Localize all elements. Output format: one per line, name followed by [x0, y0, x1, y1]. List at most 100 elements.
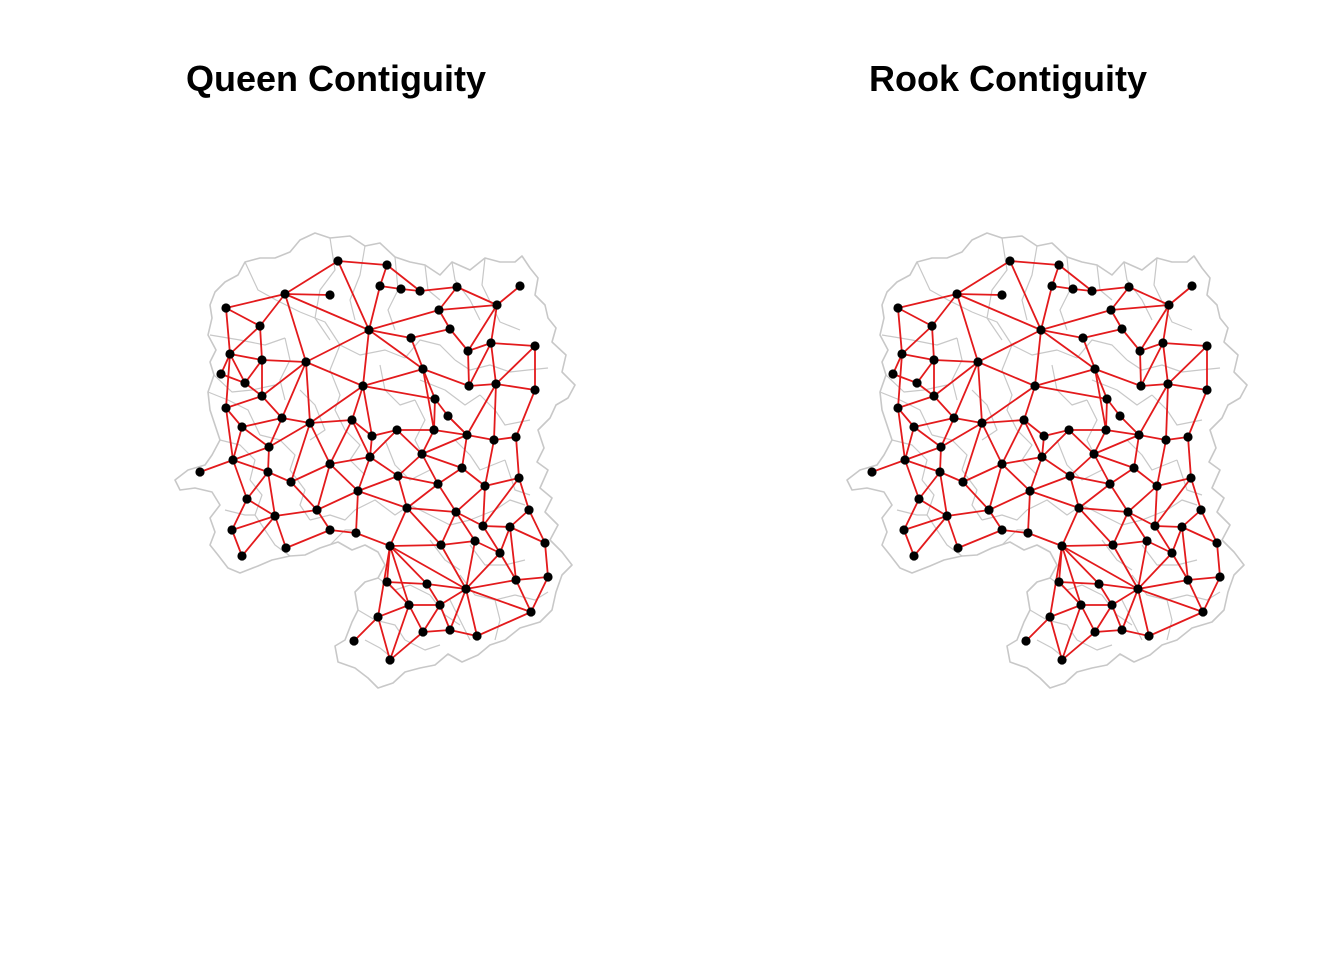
neighbor-link: [406, 507, 457, 513]
neighbor-link: [499, 552, 517, 581]
neighbor-link: [455, 485, 486, 513]
region-centroid: [364, 325, 374, 335]
region-centroid: [263, 467, 273, 477]
region-boundary: [1141, 499, 1198, 521]
neighbor-link: [484, 439, 495, 487]
neighbor-link: [1061, 631, 1096, 661]
neighbor-link: [1187, 389, 1208, 438]
neighbor-link: [406, 507, 442, 546]
region-boundary: [971, 311, 1013, 371]
region-centroid: [927, 321, 937, 331]
neighbor-link: [933, 395, 955, 419]
region-centroid: [1106, 305, 1116, 315]
region-boundary: [454, 359, 511, 373]
neighbor-link: [1156, 439, 1167, 487]
neighbor-link: [940, 417, 955, 448]
neighbor-link: [1187, 576, 1221, 581]
region-boundary: [1166, 599, 1173, 641]
neighbor-link: [496, 285, 521, 306]
neighbor-link: [461, 434, 468, 469]
neighbor-link: [369, 429, 398, 458]
region-centroid: [1030, 381, 1040, 391]
region-centroid: [511, 432, 521, 442]
region-centroid: [1068, 284, 1078, 294]
neighbor-link: [1112, 511, 1129, 546]
region-centroid: [1065, 471, 1075, 481]
neighbor-link: [225, 307, 231, 355]
neighbor-link: [465, 552, 501, 590]
queen-contiguity-map: [174, 232, 576, 689]
neighbor-link: [913, 515, 948, 557]
region-boundary: [986, 237, 1008, 341]
region-centroid: [406, 333, 416, 343]
region-centroid: [418, 627, 428, 637]
region-centroid: [434, 305, 444, 315]
neighbor-link: [1121, 328, 1141, 352]
region-centroid: [1087, 286, 1097, 296]
region-centroid: [893, 403, 903, 413]
region-boundary: [279, 337, 291, 401]
neighbor-link: [1098, 583, 1139, 590]
region-boundary: [916, 261, 973, 313]
neighbor-link: [1110, 304, 1170, 311]
neighbor-link: [386, 264, 421, 292]
neighbor-link: [1171, 526, 1183, 554]
neighbor-link: [1009, 260, 1042, 331]
neighbor-link: [241, 417, 283, 428]
region-centroid: [1117, 324, 1127, 334]
neighbor-link: [421, 453, 439, 485]
neighbor-link: [1156, 477, 1192, 487]
neighbor-link: [1061, 544, 1114, 547]
region-boundary: [1126, 439, 1178, 471]
neighbor-link: [1078, 507, 1114, 546]
region-boundary: [429, 594, 461, 626]
region-centroid: [393, 471, 403, 481]
neighbor-link: [1137, 552, 1173, 590]
region-centroid: [461, 584, 471, 594]
region-centroid: [422, 579, 432, 589]
neighbor-link: [456, 286, 498, 306]
neighbor-link: [290, 463, 331, 483]
neighbor-link: [433, 398, 436, 431]
neighbor-link: [1001, 463, 1031, 492]
neighbor-link: [918, 498, 948, 517]
region-centroid: [1202, 385, 1212, 395]
region-centroid: [451, 507, 461, 517]
neighbor-link: [957, 529, 1003, 549]
region-centroid: [1074, 503, 1084, 513]
region-centroid: [1047, 281, 1057, 291]
region-centroid: [301, 357, 311, 367]
neighbor-link: [465, 579, 517, 590]
region-boundary: [1151, 394, 1203, 426]
region-centroid: [543, 572, 553, 582]
neighbor-link: [1202, 576, 1221, 613]
neighbor-link: [408, 604, 424, 633]
region-centroid: [365, 452, 375, 462]
neighbor-link: [1181, 526, 1218, 544]
region-boundary: [494, 599, 501, 641]
neighbor-link: [268, 417, 283, 448]
neighbor-link: [897, 307, 903, 355]
neighbor-link: [368, 329, 424, 370]
rook-contiguity-map: [846, 232, 1248, 689]
neighbor-link: [1082, 328, 1123, 339]
neighbor-link: [285, 529, 331, 549]
neighbor-link: [369, 456, 399, 477]
neighbor-link: [933, 361, 979, 397]
neighbor-link: [439, 588, 467, 606]
region-centroid: [1037, 452, 1047, 462]
region-centroid: [900, 455, 910, 465]
neighbor-link: [309, 422, 331, 465]
neighbor-link: [1094, 368, 1142, 387]
region-boundary: [469, 499, 526, 521]
neighbor-link: [1061, 604, 1082, 661]
region-centroid: [436, 540, 446, 550]
neighbor-link: [1187, 579, 1204, 613]
region-centroid: [1090, 364, 1100, 374]
region-centroid: [472, 631, 482, 641]
region-centroid: [457, 463, 467, 473]
region-centroid: [385, 655, 395, 665]
neighbor-link: [1168, 285, 1193, 306]
neighbor-link: [267, 471, 276, 517]
neighbor-link: [455, 511, 476, 542]
